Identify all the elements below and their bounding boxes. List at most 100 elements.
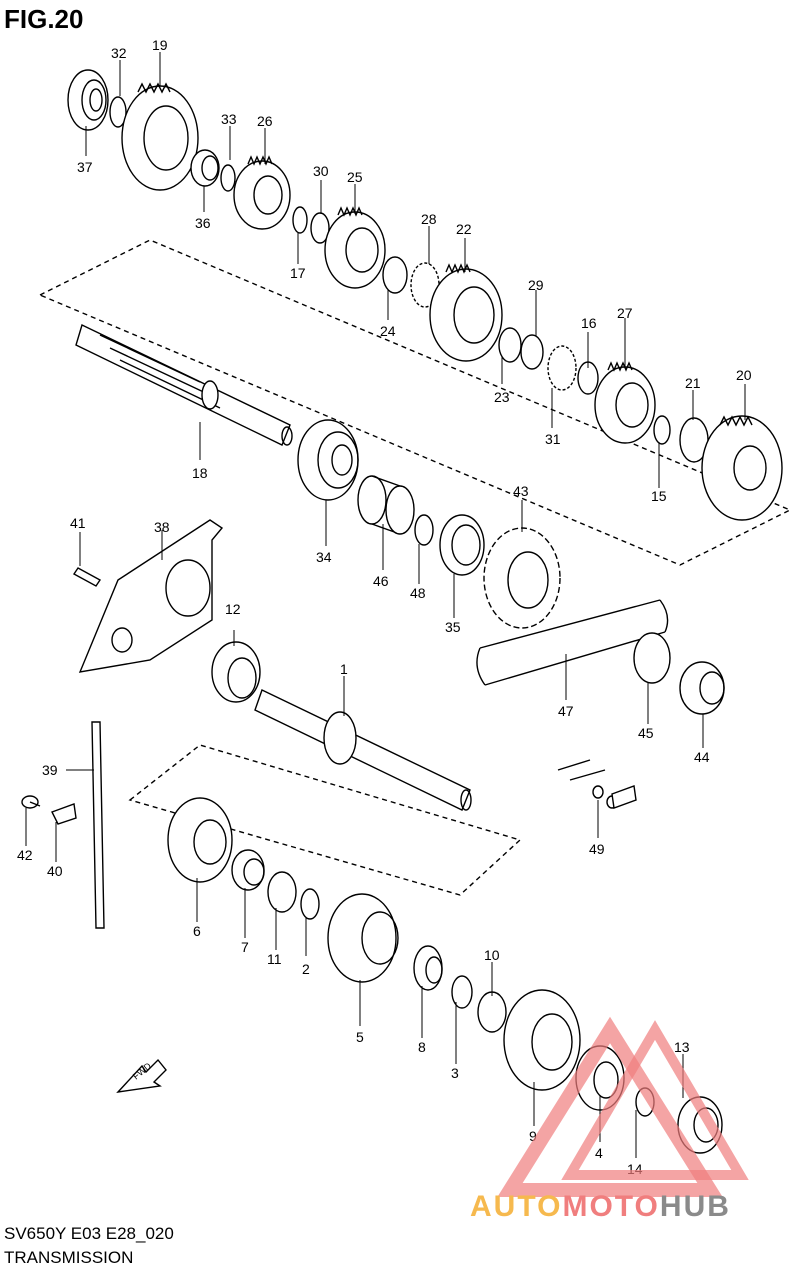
callout-4: 4 bbox=[595, 1145, 603, 1161]
callout-38: 38 bbox=[154, 519, 170, 535]
callout-1: 1 bbox=[340, 661, 348, 677]
gear-icon bbox=[503, 989, 581, 1091]
callout-33: 33 bbox=[221, 111, 237, 127]
callout-9: 9 bbox=[529, 1128, 537, 1144]
callout-11: 11 bbox=[267, 951, 282, 967]
bearing-icon bbox=[297, 419, 359, 501]
callout-6: 6 bbox=[193, 923, 201, 939]
callout-8: 8 bbox=[418, 1039, 426, 1055]
callout-10: 10 bbox=[484, 947, 500, 963]
washer-icon bbox=[477, 991, 507, 1033]
section-name: TRANSMISSION bbox=[4, 1248, 134, 1267]
callout-46: 46 bbox=[373, 573, 389, 589]
gear-icon bbox=[121, 82, 199, 191]
callout-26: 26 bbox=[257, 113, 273, 129]
callout-28: 28 bbox=[421, 211, 437, 227]
callout-12: 12 bbox=[225, 601, 241, 617]
callout-44: 44 bbox=[694, 749, 710, 765]
callout-7: 7 bbox=[241, 939, 249, 955]
callout-40: 40 bbox=[47, 863, 63, 879]
callout-22: 22 bbox=[456, 221, 472, 237]
callout-2: 2 bbox=[302, 961, 310, 977]
circlip-icon bbox=[653, 415, 671, 445]
fwd-arrow-icon bbox=[116, 1058, 167, 1093]
circlip-icon bbox=[451, 975, 473, 1009]
bushing-icon bbox=[190, 149, 220, 187]
washer-icon bbox=[520, 334, 544, 370]
callout-37: 37 bbox=[77, 159, 93, 175]
gear-icon bbox=[429, 263, 503, 362]
spacer-icon bbox=[357, 475, 415, 535]
gear-icon bbox=[324, 206, 386, 289]
callout-labels: 1 2 3 4 5 6 7 8 9 10 11 12 13 14 15 16 1… bbox=[17, 37, 752, 1177]
countershaft-icon bbox=[75, 324, 293, 446]
callout-42: 42 bbox=[17, 847, 33, 863]
oil-guide-icon bbox=[91, 721, 105, 929]
seal-icon bbox=[633, 632, 671, 684]
o-ring-icon bbox=[414, 514, 434, 546]
callout-36: 36 bbox=[195, 215, 211, 231]
callout-5: 5 bbox=[356, 1029, 364, 1045]
clamp-icon bbox=[51, 803, 77, 825]
gear-icon bbox=[327, 893, 399, 983]
chain-joint-icon bbox=[557, 759, 637, 809]
oil-seal-icon bbox=[439, 514, 485, 576]
callout-17: 17 bbox=[290, 265, 306, 281]
callout-31: 31 bbox=[545, 431, 561, 447]
gear-icon bbox=[701, 415, 783, 521]
sprocket-icon bbox=[483, 527, 561, 629]
callout-34: 34 bbox=[316, 549, 332, 565]
model-code: SV650Y E03 E28_020 bbox=[4, 1224, 174, 1243]
callout-49: 49 bbox=[589, 841, 605, 857]
callout-39: 39 bbox=[42, 762, 58, 778]
washer-icon bbox=[267, 871, 297, 913]
watermark-brand: AUTOMOTOHUB bbox=[470, 1190, 731, 1223]
bolt-icon bbox=[72, 567, 102, 587]
callout-15: 15 bbox=[651, 488, 667, 504]
callout-21: 21 bbox=[685, 375, 701, 391]
callout-30: 30 bbox=[313, 163, 329, 179]
callout-43: 43 bbox=[513, 483, 529, 499]
bushing-icon bbox=[231, 849, 265, 891]
driveshaft-icon bbox=[254, 689, 472, 811]
gear-icon bbox=[233, 155, 291, 230]
callout-3: 3 bbox=[451, 1065, 459, 1081]
callout-20: 20 bbox=[736, 367, 752, 383]
callout-13: 13 bbox=[674, 1039, 690, 1055]
needle-bearing-icon bbox=[413, 945, 443, 991]
circlip-icon bbox=[292, 206, 308, 234]
figure-title: FIG.20 bbox=[4, 4, 84, 34]
callout-47: 47 bbox=[558, 703, 574, 719]
callout-16: 16 bbox=[581, 315, 597, 331]
callout-23: 23 bbox=[494, 389, 510, 405]
bearing-icon bbox=[67, 69, 109, 131]
callout-32: 32 bbox=[111, 45, 127, 61]
bearing-icon bbox=[211, 641, 261, 703]
countershaft-frame bbox=[38, 239, 792, 566]
gear-icon bbox=[167, 797, 233, 883]
cap-icon bbox=[679, 661, 725, 715]
callout-45: 45 bbox=[638, 725, 654, 741]
callout-29: 29 bbox=[528, 277, 544, 293]
screw-icon bbox=[21, 795, 41, 809]
splined-washer-icon bbox=[547, 345, 577, 391]
washer-icon bbox=[310, 212, 330, 244]
needle-bearing-icon bbox=[382, 256, 408, 294]
watermark-logo-icon bbox=[497, 1016, 749, 1197]
drive-chain-icon bbox=[476, 599, 669, 686]
callout-48: 48 bbox=[410, 585, 426, 601]
callout-27: 27 bbox=[617, 305, 633, 321]
gear-icon bbox=[594, 361, 656, 444]
callout-25: 25 bbox=[347, 169, 363, 185]
washer-icon bbox=[220, 164, 236, 192]
callout-18: 18 bbox=[192, 465, 208, 481]
callout-24: 24 bbox=[380, 323, 396, 339]
callout-19: 19 bbox=[152, 37, 168, 53]
washer-icon bbox=[109, 96, 127, 128]
callout-41: 41 bbox=[70, 515, 86, 531]
circlip-icon bbox=[300, 888, 320, 920]
needle-bearing-icon bbox=[498, 327, 522, 363]
plate-icon bbox=[78, 519, 224, 673]
callout-35: 35 bbox=[445, 619, 461, 635]
